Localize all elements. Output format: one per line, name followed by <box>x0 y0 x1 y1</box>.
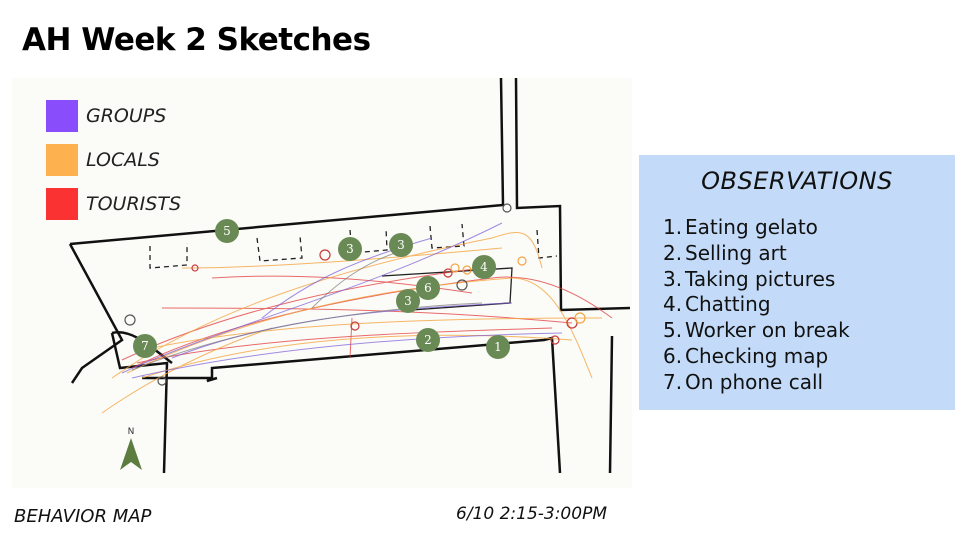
item-text: Selling art <box>685 240 787 265</box>
list-item: 1.Eating gelato <box>663 215 850 241</box>
marker-label: 5 <box>223 224 231 238</box>
north-label: N <box>128 427 135 437</box>
marker-label: 6 <box>424 281 432 295</box>
marker-1: 1 <box>486 335 510 359</box>
marker-label: 3 <box>346 242 354 256</box>
legend-label: GROUPS <box>86 105 167 127</box>
marker-label: 2 <box>424 333 432 347</box>
item-number: 5. <box>663 318 683 343</box>
marker-circle <box>215 219 239 243</box>
marker-3: 3 <box>396 289 420 313</box>
marker-circle <box>416 276 440 300</box>
observations-list: 1.Eating gelato 2.Selling art 3.Taking p… <box>663 215 850 396</box>
marker-circle <box>472 255 496 279</box>
list-item: 2.Selling art <box>663 241 850 267</box>
marker-label: 7 <box>141 339 149 353</box>
tourists-swatch <box>46 188 78 220</box>
list-item: 5.Worker on break <box>663 318 850 344</box>
item-text: Taking pictures <box>685 266 836 291</box>
groups-swatch <box>46 100 78 132</box>
marker-circle <box>389 233 413 257</box>
legend-tourists: TOURISTS <box>46 188 181 220</box>
marker-circle <box>133 334 157 358</box>
marker-circle <box>486 335 510 359</box>
item-text: On phone call <box>685 369 824 394</box>
marker-circle <box>396 289 420 313</box>
item-text: Eating gelato <box>685 215 818 239</box>
list-item: 6.Checking map <box>663 344 850 370</box>
legend-groups: GROUPS <box>46 100 166 132</box>
map-caption: BEHAVIOR MAP <box>14 506 152 527</box>
marker-label: 4 <box>480 260 488 274</box>
marker-label: 3 <box>404 294 412 308</box>
item-number: 6. <box>663 343 683 368</box>
marker-2: 2 <box>416 328 440 352</box>
legend-label: TOURISTS <box>86 193 181 215</box>
item-text: Worker on break <box>685 318 850 343</box>
marker-circle <box>338 237 362 261</box>
list-item: 7.On phone call <box>663 370 850 396</box>
observations-panel: OBSERVATIONS 1.Eating gelato 2.Selling a… <box>639 155 955 410</box>
locals-swatch <box>46 144 78 176</box>
legend-label: LOCALS <box>86 149 160 171</box>
marker-5: 5 <box>215 219 239 243</box>
item-number: 2. <box>663 240 683 265</box>
local-paths <box>101 232 603 414</box>
list-item: 3.Taking pictures <box>663 267 850 293</box>
marker-3: 3 <box>338 237 362 261</box>
observations-title: OBSERVATIONS <box>701 167 893 195</box>
legend-locals: LOCALS <box>46 144 160 176</box>
item-text: Chatting <box>685 292 771 317</box>
item-text: Checking map <box>685 343 829 368</box>
map-date: 6/10 2:15-3:00PM <box>456 504 607 524</box>
page-title: AH Week 2 Sketches <box>22 22 371 58</box>
marker-label: 1 <box>494 340 502 354</box>
list-item: 4.Chatting <box>663 292 850 318</box>
marker-label: 3 <box>397 238 405 252</box>
marker-6: 6 <box>416 276 440 300</box>
marker-4: 4 <box>472 255 496 279</box>
marker-3: 3 <box>389 233 413 257</box>
marker-circle <box>416 328 440 352</box>
street-outlines <box>68 78 631 474</box>
item-number: 4. <box>663 292 683 317</box>
item-number: 7. <box>663 369 683 394</box>
north-arrow-icon: N <box>120 427 142 470</box>
marker-7: 7 <box>133 334 157 358</box>
item-number: 1. <box>663 215 683 239</box>
item-number: 3. <box>663 266 683 291</box>
